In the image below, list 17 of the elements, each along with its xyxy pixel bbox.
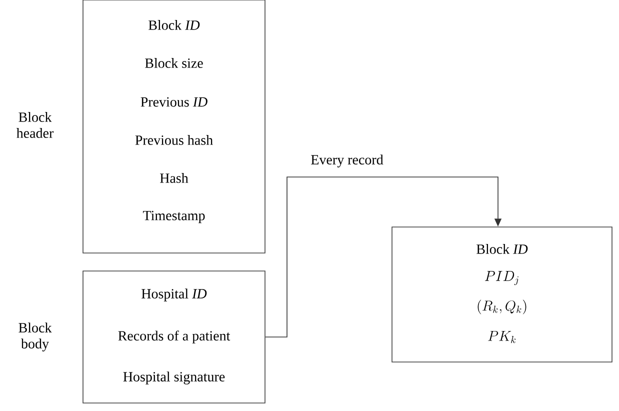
field-text: Hash [160,173,188,183]
field-text: Hospital ID [142,288,207,302]
field-text: $PID_{j}$ [485,271,518,286]
field-text: Previous ID [140,97,208,107]
section-label: Block body [18,322,52,352]
field-text: Timestamp [143,210,205,224]
field-text: Block size [145,58,203,68]
field-text: $(R_{k}, Q_{k})$ [478,300,526,314]
field-text: Hospital signature [123,372,225,384]
section-label: Block header [16,112,54,138]
field-text: Records of a patient [118,330,230,344]
edge-label: Every record [311,154,384,168]
field-text: Previous hash [135,135,213,145]
arrow [265,176,502,338]
field-text: Block ID [476,244,528,254]
field-text: Block ID [148,20,200,30]
field-text: $PK_{k}$ [488,331,516,344]
